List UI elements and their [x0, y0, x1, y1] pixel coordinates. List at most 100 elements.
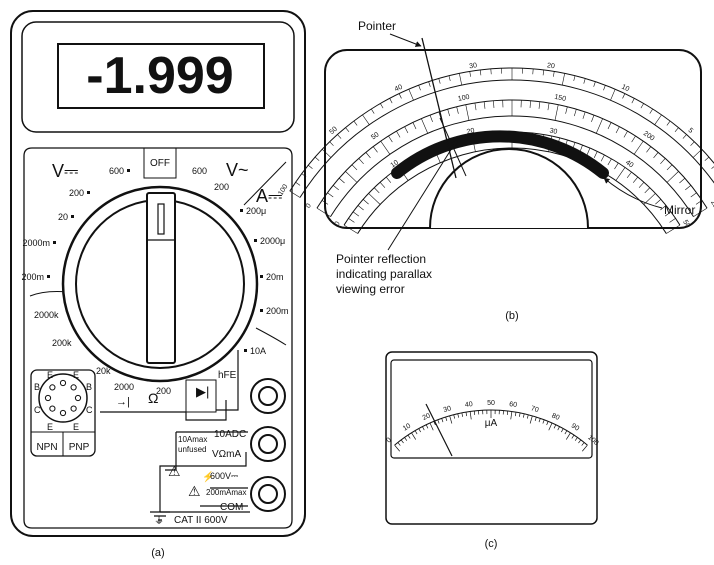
scale-tick	[371, 108, 375, 114]
scale-arc	[357, 147, 667, 234]
ground-icon: ⏚	[154, 515, 164, 527]
outer-scale-label: 10	[620, 84, 630, 94]
scale-tick	[479, 69, 482, 76]
scale-tick	[332, 185, 339, 191]
scale-tick	[626, 171, 632, 179]
outer-scale-label: 50	[328, 126, 339, 136]
microammeter-scale-label: 10	[402, 422, 412, 432]
caption-c: (c)	[485, 538, 498, 550]
jack-vohm-label: VΩmA	[212, 449, 241, 460]
dial-tick	[127, 169, 130, 172]
scale-tick	[638, 182, 645, 188]
scale-tick	[603, 85, 606, 91]
scale-tick	[327, 192, 334, 198]
inner-scale-label: 50	[681, 219, 691, 229]
scale-tick	[600, 154, 605, 162]
off-box	[143, 147, 177, 179]
microammeter-tick	[404, 437, 408, 441]
microammeter-scale-label: 40	[465, 401, 474, 409]
microammeter-tick	[526, 414, 529, 419]
microammeter-tick	[574, 437, 578, 441]
scale-tick	[459, 73, 463, 86]
scale-tick	[421, 118, 428, 134]
microammeter-tick	[407, 434, 411, 439]
scale-tick	[465, 104, 470, 121]
microammeter-tick	[542, 419, 545, 424]
diode-symbol-right: ▶|	[196, 384, 209, 399]
scale-tick	[322, 149, 332, 158]
knob-pointer-line	[157, 203, 165, 235]
socket-hole	[49, 405, 56, 412]
dial-tick	[47, 275, 50, 278]
scale-tick	[583, 78, 586, 84]
socket-hole	[74, 394, 82, 402]
scale-tick	[593, 151, 598, 158]
caption-a: (a)	[151, 547, 164, 559]
hfe-socket-ring[interactable]	[38, 373, 88, 423]
inner-scale-label: 10	[390, 159, 400, 169]
scale-tick	[474, 102, 477, 111]
inner-scale-label: 30	[549, 127, 558, 135]
scale-tick	[542, 69, 545, 76]
microammeter-tick	[529, 415, 533, 424]
jack-com-label: COM	[220, 502, 243, 513]
scale-tick	[666, 164, 673, 171]
microammeter-tick	[534, 416, 537, 421]
analog-scales: 1005040302010500501001502002500102030405…	[277, 62, 714, 234]
microammeter-tick	[571, 434, 575, 439]
scale-tick	[622, 93, 626, 99]
microammeter-scale-label: 90	[570, 423, 580, 433]
scale-tick	[389, 98, 393, 104]
scale-tick	[483, 101, 486, 109]
scale-tick	[653, 152, 659, 159]
a-dc-label: A⎓	[256, 186, 282, 206]
microammeter-tick	[411, 432, 417, 440]
scale-tick	[554, 104, 559, 121]
scale-tick	[538, 101, 541, 109]
pointer-leader	[389, 33, 422, 47]
microammeter-scale-label: 50	[487, 400, 495, 407]
microammeter-tick	[548, 422, 553, 431]
diode-box	[185, 379, 217, 413]
dial-label-v-ac: 600	[192, 166, 207, 176]
dial-range-labels: 600200202000m200m600200200μ2000μ20m200m1…	[21, 166, 288, 396]
caption-b: (b)	[505, 310, 518, 322]
microammeter-scale-label: 30	[443, 405, 453, 414]
outer-scale-label: 5	[687, 127, 695, 135]
scale-tick	[447, 109, 450, 117]
scale-tick	[321, 200, 329, 205]
digital-multimeter: -1.999 V⎓ V~ A⎓ OFF 600200202000m200m600…	[10, 10, 306, 559]
middle-scale-label: 250	[709, 199, 714, 213]
rotary-switch-knob[interactable]	[146, 192, 176, 364]
reflection-label-1: Pointer reflection	[336, 252, 426, 266]
scale-tick	[614, 162, 619, 170]
scale-tick	[380, 140, 391, 155]
scale-tick	[337, 134, 342, 139]
scale-tick	[669, 218, 676, 223]
dial-label-left: 20	[58, 212, 68, 222]
jack-10a-core	[258, 386, 278, 406]
scale-tick	[623, 130, 628, 138]
microammeter-tick	[429, 422, 434, 431]
microammeter-tick	[581, 442, 585, 446]
microammeter-tick	[565, 432, 571, 440]
scale-tick	[301, 173, 307, 178]
microammeter-tick	[519, 412, 521, 417]
off-label: OFF	[150, 158, 170, 169]
socket-hole	[59, 409, 67, 417]
scale-tick	[295, 182, 301, 186]
dial-tick	[87, 191, 90, 194]
dial-label-a: 20m	[266, 272, 284, 282]
fuse-note-1: 10Amax	[178, 435, 207, 444]
microammeter-tick	[441, 418, 444, 423]
socket-hole	[70, 384, 77, 391]
microammeter-scale-label: 80	[550, 412, 560, 422]
scale-tick	[591, 114, 595, 122]
middle-scale-label: 150	[554, 94, 567, 103]
dial-tick	[53, 241, 56, 244]
microammeter-tick	[465, 412, 467, 417]
scale-tick	[365, 152, 371, 159]
pin-right-e2: E	[73, 422, 79, 432]
middle-scale-label: 0	[305, 202, 313, 209]
